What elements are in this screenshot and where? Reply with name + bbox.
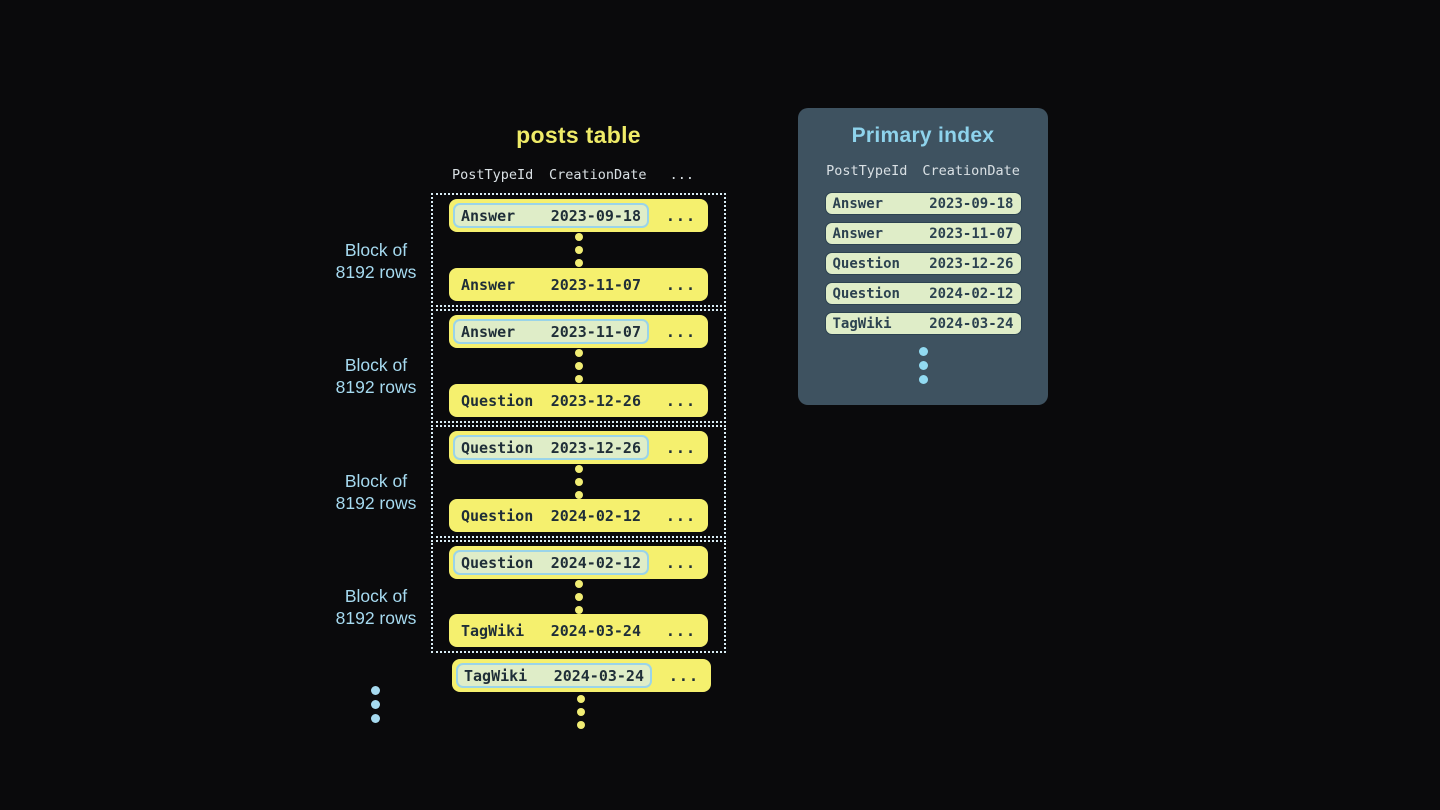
index-posttypeid: TagWiki bbox=[832, 315, 892, 332]
index-creationdate: 2023-11-07 bbox=[929, 225, 1014, 242]
posts-table-title: posts table bbox=[516, 122, 641, 148]
row-posttypeid: Question bbox=[461, 553, 534, 572]
indexed-row-highlight: TagWiki 2024-03-24 bbox=[456, 663, 652, 688]
row-posttypeid: Answer bbox=[461, 206, 516, 225]
posts-header-posttypeid: PostTypeId bbox=[452, 167, 534, 183]
table-row: Answer 2023-09-18 ... bbox=[449, 199, 708, 232]
row-ellipsis: ... bbox=[665, 322, 696, 341]
index-creationdate: 2024-02-12 bbox=[929, 285, 1014, 302]
rows-omitted-dots bbox=[574, 233, 583, 267]
posts-table-header: PostTypeId CreationDate ... bbox=[431, 167, 726, 183]
row-creationdate: 2024-03-24 bbox=[550, 621, 641, 640]
index-posttypeid: Answer bbox=[832, 195, 884, 212]
table-row: Question 2024-02-12 ... bbox=[449, 499, 708, 532]
table-row-overflow: TagWiki 2024-03-24 ... bbox=[452, 659, 711, 692]
row-posttypeid: Question bbox=[461, 391, 534, 410]
indexed-row-highlight: Answer 2023-09-18 bbox=[453, 203, 649, 228]
posts-block-1: Answer 2023-09-18 ... Answer 2023-11-07 … bbox=[431, 193, 726, 307]
rows-omitted-dots bbox=[574, 349, 583, 383]
table-row: Answer 2023-11-07 ... bbox=[449, 268, 708, 301]
primary-index-panel: Primary index PostTypeId CreationDate An… bbox=[798, 108, 1048, 405]
row-cells: Answer 2023-11-07 bbox=[453, 272, 649, 297]
rows-omitted-dots bbox=[574, 464, 583, 499]
index-posttypeid: Question bbox=[832, 255, 900, 272]
block-label-1: Block of 8192 rows bbox=[335, 240, 417, 282]
row-posttypeid: TagWiki bbox=[461, 621, 525, 640]
posts-header-creationdate: CreationDate bbox=[549, 167, 647, 183]
row-creationdate: 2024-02-12 bbox=[550, 553, 641, 572]
row-cells: TagWiki 2024-03-24 bbox=[453, 618, 649, 643]
table-row: Question 2023-12-26 ... bbox=[449, 384, 708, 417]
row-ellipsis: ... bbox=[665, 275, 696, 294]
table-row: TagWiki 2024-03-24 ... bbox=[449, 614, 708, 647]
row-ellipsis: ... bbox=[665, 206, 696, 225]
index-entry: Answer 2023-11-07 bbox=[824, 222, 1022, 245]
index-header-posttypeid: PostTypeId bbox=[826, 163, 908, 179]
index-header-creationdate: CreationDate bbox=[922, 163, 1020, 179]
primary-index-title: Primary index bbox=[851, 124, 995, 147]
row-ellipsis: ... bbox=[665, 506, 696, 525]
primary-index-rows: Answer 2023-09-18 Answer 2023-11-07 Ques… bbox=[798, 192, 1048, 335]
posts-header-ellipsis: ... bbox=[669, 167, 694, 183]
row-creationdate: 2023-11-07 bbox=[550, 275, 641, 294]
more-index-entries-dots bbox=[798, 347, 1048, 384]
index-posttypeid: Question bbox=[832, 285, 900, 302]
posts-block-4: Question 2024-02-12 ... TagWiki 2024-03-… bbox=[431, 540, 726, 653]
row-ellipsis: ... bbox=[665, 621, 696, 640]
row-creationdate: 2023-09-18 bbox=[550, 206, 641, 225]
indexed-row-highlight: Question 2023-12-26 bbox=[453, 435, 649, 460]
row-posttypeid: Question bbox=[461, 506, 534, 525]
row-ellipsis: ... bbox=[668, 666, 699, 685]
block-label-3: Block of 8192 rows bbox=[335, 471, 417, 513]
table-row: Answer 2023-11-07 ... bbox=[449, 315, 708, 348]
index-entry: Answer 2023-09-18 bbox=[824, 192, 1022, 215]
index-creationdate: 2023-09-18 bbox=[929, 195, 1014, 212]
row-creationdate: 2023-12-26 bbox=[550, 438, 641, 457]
index-posttypeid: Answer bbox=[832, 225, 884, 242]
more-blocks-dots bbox=[371, 686, 380, 723]
row-cells: Question 2024-02-12 bbox=[453, 503, 649, 528]
table-row: Question 2024-02-12 ... bbox=[449, 546, 708, 579]
row-ellipsis: ... bbox=[665, 391, 696, 410]
index-entry: Question 2023-12-26 bbox=[824, 252, 1022, 275]
row-creationdate: 2023-11-07 bbox=[550, 322, 641, 341]
row-cells: Question 2023-12-26 bbox=[453, 388, 649, 413]
row-ellipsis: ... bbox=[665, 438, 696, 457]
row-creationdate: 2023-12-26 bbox=[550, 391, 641, 410]
row-ellipsis: ... bbox=[665, 553, 696, 572]
indexed-row-highlight: Question 2024-02-12 bbox=[453, 550, 649, 575]
row-posttypeid: Answer bbox=[461, 322, 516, 341]
row-creationdate: 2024-03-24 bbox=[553, 666, 644, 685]
table-row: Question 2023-12-26 ... bbox=[449, 431, 708, 464]
block-label-4: Block of 8192 rows bbox=[335, 586, 417, 628]
posts-block-3: Question 2023-12-26 ... Question 2024-02… bbox=[431, 425, 726, 538]
block-label-2: Block of 8192 rows bbox=[335, 355, 417, 397]
more-rows-dots bbox=[577, 695, 585, 729]
rows-omitted-dots bbox=[574, 579, 583, 614]
row-posttypeid: Answer bbox=[461, 275, 516, 294]
index-creationdate: 2023-12-26 bbox=[929, 255, 1014, 272]
posts-block-2: Answer 2023-11-07 ... Question 2023-12-2… bbox=[431, 309, 726, 423]
row-posttypeid: TagWiki bbox=[464, 666, 528, 685]
row-creationdate: 2024-02-12 bbox=[550, 506, 641, 525]
row-posttypeid: Question bbox=[461, 438, 534, 457]
index-entry: TagWiki 2024-03-24 bbox=[824, 312, 1022, 335]
index-entry: Question 2024-02-12 bbox=[824, 282, 1022, 305]
indexed-row-highlight: Answer 2023-11-07 bbox=[453, 319, 649, 344]
primary-index-header: PostTypeId CreationDate bbox=[798, 163, 1048, 179]
index-creationdate: 2024-03-24 bbox=[929, 315, 1014, 332]
